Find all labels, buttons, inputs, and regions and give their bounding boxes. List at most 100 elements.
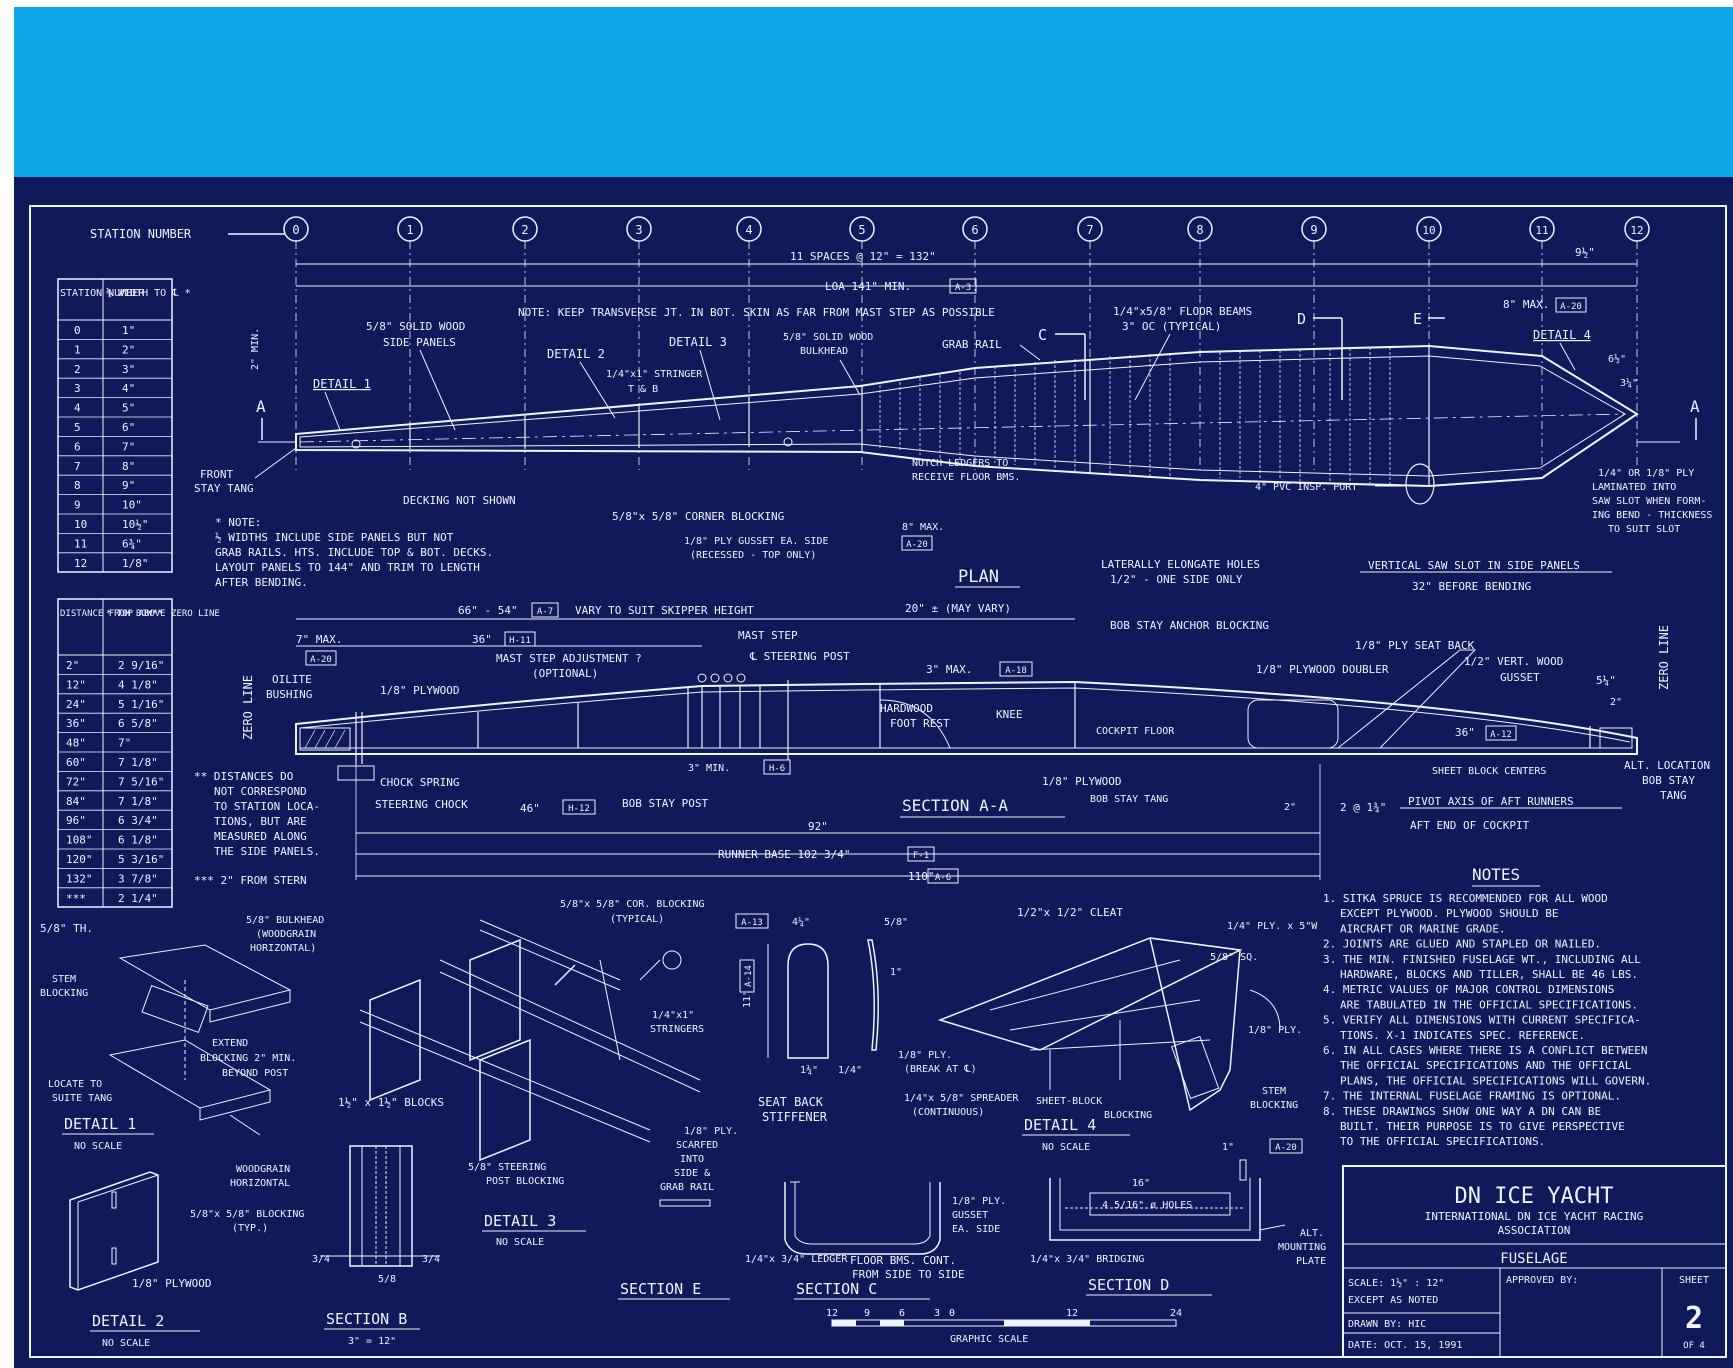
zero-line-left: ZERO LINE (241, 675, 255, 740)
runner-base-label: RUNNER BASE 102 3/4" (718, 848, 850, 861)
distances-note-6: THE SIDE PANELS. (214, 845, 320, 858)
six-half-dim: 6½" (1608, 353, 1626, 365)
width-table-half-width: 8" (122, 460, 135, 473)
height-table-distance: 72" (66, 775, 86, 788)
title-block-sheet-label: SHEET (1679, 1275, 1709, 1286)
section-b-title: SECTION B (326, 1310, 407, 1328)
eight-max-2-ref: A-20 (906, 540, 928, 550)
height-table-distance: 48" (66, 737, 86, 750)
knee-label: KNEE (996, 708, 1023, 721)
width-table-half-width: 3" (122, 363, 135, 376)
scale-tick-12b: 12 (1066, 1308, 1078, 1319)
d1-5-8-label: 5/8" TH. (40, 922, 93, 935)
height-dim-small: 2" (1610, 697, 1622, 708)
scale-tick-12a: 12 (826, 1308, 838, 1319)
three-max-ref: A-18 (1005, 666, 1027, 676)
notes-line: EXCEPT PLYWOOD. PLYWOOD SHOULD BE (1340, 907, 1559, 920)
station-markers: 0 1 2 3 4 5 6 7 8 9 10 11 12 (283, 216, 1650, 242)
saw-slot-label: VERTICAL SAW SLOT IN SIDE PANELS (1368, 559, 1580, 572)
d3-steering-1: 5/8" STEERING (468, 1162, 546, 1173)
three-min-ref: H-6 (769, 764, 785, 774)
pivot-axis-label: PIVOT AXIS OF AFT RUNNERS (1408, 795, 1574, 808)
d4-1-8-ply: 1/8" PLY. (1248, 1025, 1302, 1036)
width-table-station: 6 (74, 440, 81, 453)
d1-stem-label: STEM (52, 974, 76, 985)
distances-note-5: MEASURED ALONG (214, 830, 307, 843)
station-9: 9 (1310, 223, 1317, 237)
d3-ply-4: SIDE & (674, 1168, 710, 1179)
graphic-scale (831, 1319, 1177, 1327)
sd-alt-1: ALT. (1300, 1228, 1324, 1239)
width-table-station: 10 (74, 518, 87, 531)
d3-ply-1: 1/8" PLY. (684, 1126, 738, 1137)
notes-line: TIONS. X-1 INDICATES SPEC. REFERENCE. (1340, 1029, 1585, 1042)
notes-line: BUILT. THEIR PURPOSE IS TO GIVE PERSPECT… (1340, 1120, 1625, 1133)
width-table-half-width: 10½" (122, 518, 149, 531)
station-8: 8 (1196, 223, 1203, 237)
d3-ply-3: INTO (680, 1154, 704, 1165)
widths-note-5: AFTER BENDING. (215, 576, 308, 589)
oilite-label-2: BUSHING (266, 688, 312, 701)
width-table: STATION NUMBER ½ WIDTH TO ℄ * (57, 278, 191, 573)
ninety-two-dim: 92" (808, 820, 828, 833)
width-table-station: 4 (74, 402, 81, 415)
mast-adj-label-1: MAST STEP ADJUSTMENT ? (496, 652, 642, 665)
se-seat-back-2: STIFFENER (762, 1110, 828, 1124)
se-41-4: 4¼" (792, 916, 810, 928)
widths-note-2: ½ WIDTHS INCLUDE SIDE PANELS BUT NOT (215, 531, 454, 544)
thirty-six-label: 36" (472, 633, 492, 646)
notes-line: 6. IN ALL CASES WHERE THERE IS A CONFLIC… (1323, 1044, 1648, 1057)
blueprint-sheet (14, 177, 1733, 1368)
ply-doubler-label: 1/8" PLYWOOD DOUBLER (1256, 663, 1389, 676)
title-block-org-1: INTERNATIONAL DN ICE YACHT RACING (1425, 1210, 1644, 1223)
section-a-left: A (256, 397, 266, 416)
width-table-half-width: 4" (122, 382, 135, 395)
notes-line: THE OFFICIAL SPECIFICATIONS AND THE OFFI… (1340, 1059, 1632, 1072)
width-table-station: 12 (74, 557, 87, 570)
thirty-six-b-label: 36" (1455, 726, 1475, 739)
height-table-distance: 96" (66, 814, 86, 827)
sd-16: 16" (1132, 1178, 1150, 1189)
height-table-height: 2 9/16" (118, 659, 164, 672)
widths-note-4: LAYOUT PANELS TO 144" AND TRIM TO LENGTH (215, 561, 480, 574)
d3-stringers-2: STRINGERS (650, 1024, 704, 1035)
d4-stem-2: BLOCKING (1250, 1100, 1298, 1111)
d1-extend-3: BEYOND POST (222, 1068, 288, 1079)
before-bending-label: 32" BEFORE BENDING (1412, 580, 1531, 593)
width-table-half-width: 1/8" (122, 557, 149, 570)
gusset-label-1: 1/8" PLY GUSSET EA. SIDE (684, 536, 829, 547)
three-quarter-dim: 3¼" (1620, 377, 1638, 389)
d1-blocking-label: BLOCKING (40, 988, 88, 999)
height-table-height: 5 3/16" (118, 853, 164, 866)
front-stay-label-2: STAY TANG (194, 482, 254, 495)
section-c-drawing (784, 1181, 941, 1255)
thirty-six-b-ref: A-12 (1490, 730, 1512, 740)
se-1: 1" (890, 967, 902, 978)
plan-title: PLAN (958, 567, 999, 587)
width-table-station: 2 (74, 363, 81, 376)
title-block-date: DATE: OCT. 15, 1991 (1348, 1340, 1462, 1351)
title-block-sheet-number: 2 (1685, 1301, 1703, 1336)
d4-5-8-sq: 5/8" SQ. (1210, 952, 1258, 963)
sheet-block-centers: SHEET BLOCK CENTERS (1432, 766, 1546, 777)
ply-lam-3: SAW SLOT WHEN FORM- (1592, 496, 1706, 507)
title-block-org-2: ASSOCIATION (1498, 1224, 1571, 1237)
dim-66-label: 66" - 54" (458, 604, 518, 617)
bulkhead-label-2: BULKHEAD (800, 346, 848, 357)
two-min-dim: 2" MIN. (250, 328, 261, 370)
detail-1-noscale: NO SCALE (74, 1141, 122, 1152)
notes-line: 4. METRIC VALUES OF MAJOR CONTROL DIMENS… (1323, 983, 1614, 996)
notes-line: HARDWARE, BLOCKS AND TILLER, SHALL BE 46… (1340, 968, 1638, 981)
width-table-half-width: 7" (122, 440, 135, 453)
scale-tick-0: 0 (949, 1308, 955, 1319)
alt-location-2: BOB STAY (1642, 774, 1695, 787)
scale-tick-6: 6 (899, 1308, 905, 1319)
section-aa-profile (295, 649, 1638, 781)
vert-gusset-label-2: GUSSET (1500, 671, 1540, 684)
d4-ply-break-1: 1/8" PLY. (898, 1050, 952, 1061)
height-table-distance: 36" (66, 717, 86, 730)
station-12: 12 (1630, 224, 1643, 237)
d1-extend-1: EXTEND (212, 1038, 248, 1049)
bob-anchor-label: BOB STAY ANCHOR BLOCKING (1110, 619, 1269, 632)
